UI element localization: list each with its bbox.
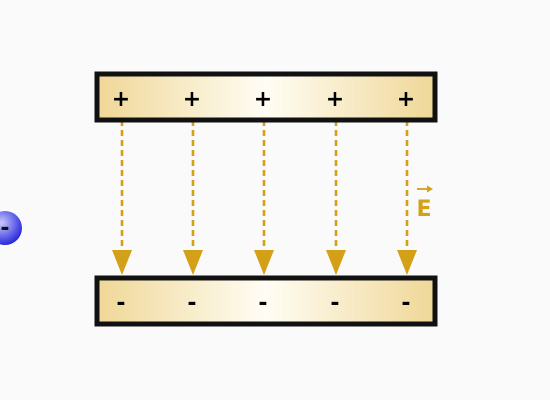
particle-body <box>0 211 22 245</box>
positive-charge-sign: + <box>112 87 130 112</box>
vector-arrow-icon <box>417 185 433 193</box>
negative-charge-sign: - <box>401 291 410 316</box>
field-line <box>112 120 132 275</box>
positive-charge-signs: + + + + + <box>112 87 415 112</box>
positive-charge-sign: + <box>183 87 201 112</box>
positive-plate <box>94 71 438 123</box>
negative-charge-sign: - <box>187 291 196 316</box>
negative-charge-sign: - <box>116 291 125 316</box>
negative-charge-sign: - <box>258 291 267 316</box>
field-arrowhead-icon <box>254 250 274 275</box>
negative-particle: - <box>0 211 22 245</box>
field-arrowhead-icon <box>112 250 132 275</box>
positive-charge-sign: + <box>254 87 272 112</box>
field-arrowhead-icon <box>397 250 417 275</box>
field-label-text: E <box>416 197 431 222</box>
field-arrowhead-icon <box>183 250 203 275</box>
field-line <box>254 120 274 275</box>
field-arrowhead-icon <box>326 250 346 275</box>
field-label: E <box>416 185 433 222</box>
particle-sign: - <box>0 216 9 241</box>
positive-charge-sign: + <box>397 87 415 112</box>
field-line <box>397 120 417 275</box>
positive-charge-sign: + <box>326 87 344 112</box>
field-line <box>326 120 346 275</box>
negative-charge-sign: - <box>330 291 339 316</box>
negative-charge-signs: ----- <box>116 291 410 316</box>
electric-field-lines <box>112 120 417 275</box>
field-line <box>183 120 203 275</box>
negative-plate <box>94 275 438 327</box>
